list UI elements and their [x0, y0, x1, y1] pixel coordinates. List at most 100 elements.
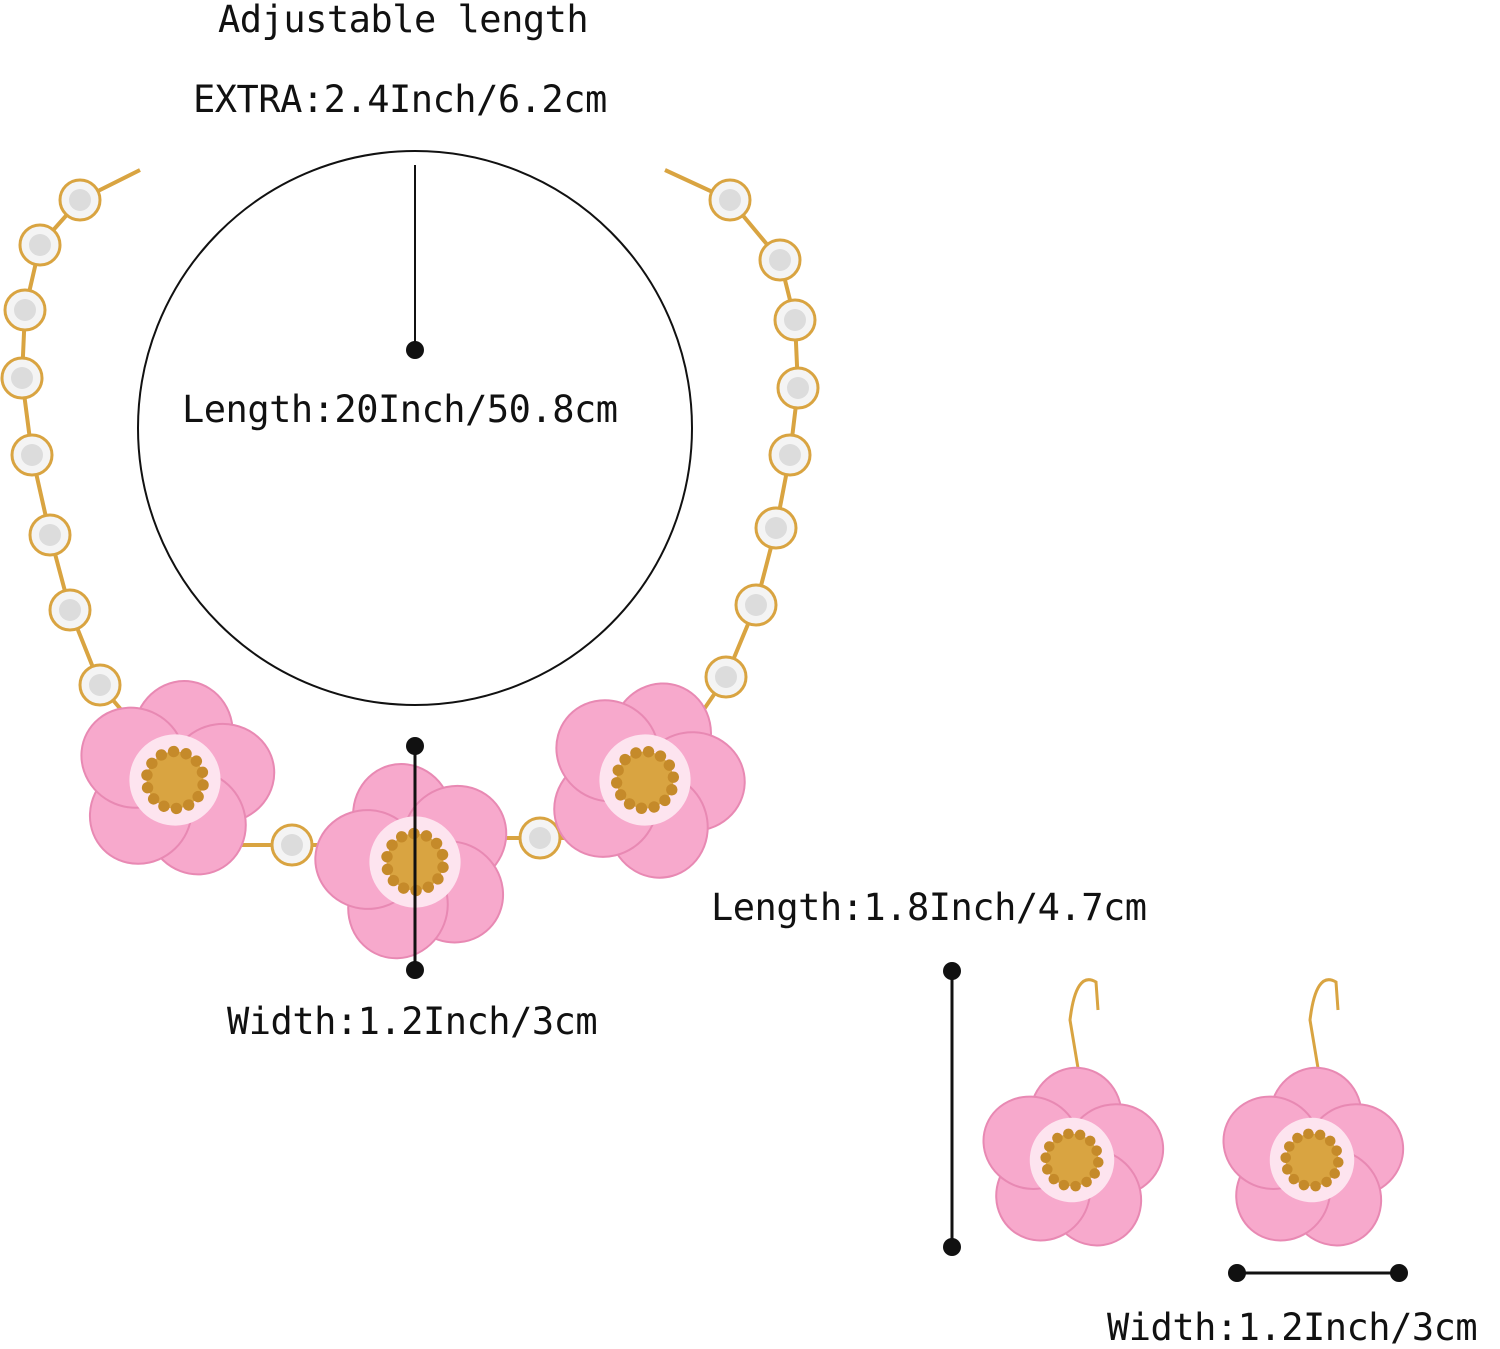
stamen-tip: [1310, 1180, 1321, 1192]
stamen-tip: [619, 753, 631, 766]
stamen-tip: [1280, 1152, 1291, 1163]
stamen-tip: [1284, 1141, 1295, 1152]
stamen-tip: [1084, 1135, 1096, 1147]
dimension-dot: [1390, 1264, 1408, 1282]
stamen-tip: [158, 800, 170, 812]
crystal-facet: [21, 444, 43, 466]
stamen-tip: [1303, 1128, 1314, 1140]
necklace-flowers: [80, 680, 746, 960]
dimension-dot: [943, 962, 961, 980]
stamen-tip: [663, 759, 676, 771]
flower: [553, 682, 746, 879]
stamen-tip: [1331, 1145, 1342, 1156]
stamen-tip: [666, 784, 678, 796]
stamen: [1045, 1133, 1099, 1187]
flower: [1222, 1066, 1405, 1247]
stamen-tip: [614, 789, 627, 801]
stamen-tip: [654, 750, 667, 762]
earring-hook: [1068, 978, 1100, 1081]
stamen-tip: [648, 801, 660, 813]
stamen-tip: [612, 764, 624, 776]
crystal-facet: [59, 599, 81, 621]
stamen-tip: [387, 874, 400, 887]
stamen-tip: [1063, 1128, 1074, 1140]
crystal-facet: [715, 666, 737, 688]
stamen-tip: [635, 802, 648, 814]
stamen-tip: [1288, 1173, 1300, 1185]
necklace-width-label: Width:1.2Inch/3cm: [227, 1000, 598, 1043]
crystal-facet: [14, 299, 36, 321]
crystal-facet: [765, 517, 787, 539]
stamen-tip: [397, 882, 410, 894]
stamen-tip: [146, 757, 158, 770]
stamen-tip: [141, 769, 153, 781]
stamen-tip: [1329, 1168, 1340, 1179]
stamen-tip: [1070, 1180, 1081, 1192]
stamen-tip: [430, 837, 443, 850]
earring-length-label: Length:1.8Inch/4.7cm: [711, 886, 1147, 929]
stamen-tip: [623, 798, 636, 810]
stamen-tip: [170, 802, 183, 815]
crystal-facet: [779, 444, 801, 466]
stamen-tip: [1089, 1168, 1100, 1179]
stamen: [616, 751, 674, 809]
dimension-dot: [406, 961, 424, 979]
stamen-tip: [422, 881, 435, 893]
stamen-tip: [147, 793, 160, 805]
stamen-tip: [386, 839, 398, 851]
stamen-tip: [141, 782, 154, 794]
stamen-tip: [196, 766, 209, 778]
stamen-tip: [420, 830, 433, 842]
crystal-facet: [529, 827, 551, 849]
extra-length-label: EXTRA:2.4Inch/6.2cm: [193, 78, 607, 121]
stamen-tip: [192, 790, 204, 803]
stamen-tip: [180, 748, 192, 760]
stamen-tip: [630, 747, 642, 759]
crystal-facet: [769, 249, 791, 271]
crystal-facet: [784, 309, 806, 331]
stamen-tip: [182, 799, 195, 811]
stamen-tip: [167, 745, 180, 758]
necklace-length-label: Length:20Inch/50.8cm: [182, 388, 618, 431]
stamen-tip: [436, 848, 449, 861]
stamen-tip: [432, 873, 444, 885]
stamen-tip: [1324, 1135, 1336, 1147]
stamen-tip: [610, 777, 623, 789]
stamen-tip: [1314, 1129, 1326, 1141]
stamen-tip: [1333, 1157, 1344, 1168]
dimension-dot: [943, 1238, 961, 1256]
dimension-dot: [406, 737, 424, 755]
earrings: [982, 978, 1405, 1247]
crystal-facet: [11, 367, 33, 389]
adjustable-length-label: Adjustable length: [218, 0, 589, 41]
stamen-tip: [1074, 1129, 1086, 1141]
stamen-tip: [659, 794, 671, 807]
stamen-tip: [1292, 1132, 1303, 1144]
stamen-tip: [155, 749, 168, 761]
stamen-tip: [197, 779, 209, 791]
stamen-tip: [1048, 1173, 1060, 1185]
crystal-facet: [39, 524, 61, 546]
earring-width-label: Width:1.2Inch/3cm: [1107, 1306, 1478, 1349]
stamen-tip: [1081, 1176, 1092, 1188]
crystal-facet: [29, 234, 51, 256]
stamen: [146, 751, 204, 809]
stamen-tip: [395, 831, 408, 843]
stamen-tip: [1058, 1179, 1070, 1191]
stamen-tip: [642, 746, 655, 758]
stamen-tip: [1282, 1164, 1293, 1175]
stamen-tip: [1091, 1145, 1102, 1156]
necklace-length-circle: [137, 150, 693, 706]
stamen-tip: [381, 863, 394, 876]
crystal-facet: [719, 189, 741, 211]
necklace-chain: [0, 168, 820, 867]
stamen-tip: [437, 861, 449, 873]
crystal-facet: [787, 377, 809, 399]
flower: [80, 680, 276, 876]
crystal-facet: [89, 674, 111, 696]
stamen-tip: [667, 771, 680, 783]
dimension-dot: [406, 341, 424, 359]
crystal-facet: [69, 189, 91, 211]
stamen-tip: [381, 851, 393, 863]
stamen-tip: [1040, 1152, 1051, 1163]
